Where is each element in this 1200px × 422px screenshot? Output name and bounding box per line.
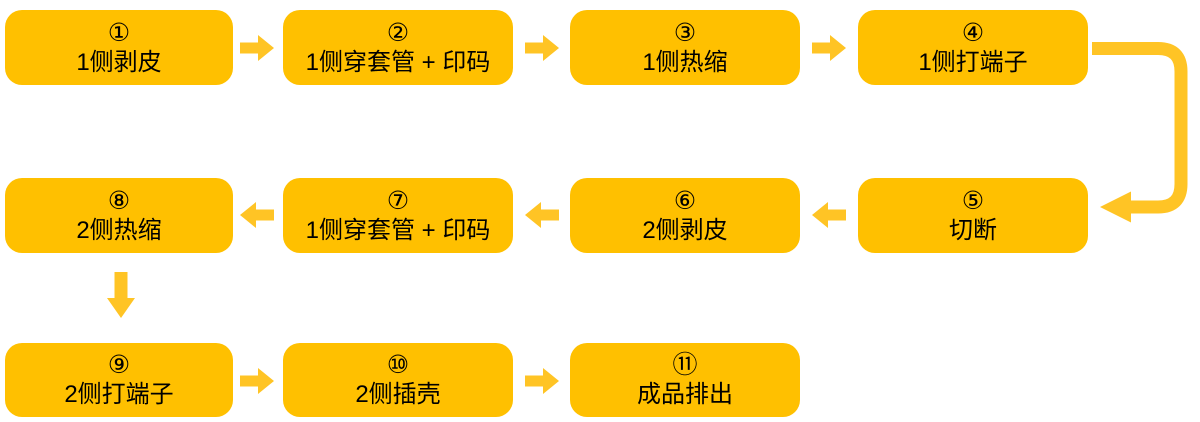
- arrow-left-icon: [812, 202, 846, 228]
- step-label: 2侧剥皮: [642, 216, 728, 244]
- step-number: ⑧: [107, 186, 131, 215]
- arrow-down-icon: [107, 272, 135, 318]
- step-label: 1侧穿套管 + 印码: [305, 216, 491, 244]
- arrow-right-icon: [525, 368, 559, 394]
- flow-step-10: ⑩ 2侧插壳: [283, 343, 513, 417]
- flow-step-9: ⑨ 2侧打端子: [5, 343, 233, 417]
- step-number: ④: [961, 18, 985, 47]
- step-number: ⑪: [672, 351, 698, 379]
- flow-step-3: ③ 1侧热缩: [570, 10, 800, 85]
- arrow-right-icon: [525, 35, 559, 61]
- step-label: 2侧插壳: [355, 381, 441, 408]
- step-label: 1侧穿套管 + 印码: [305, 48, 491, 76]
- step-label: 2侧打端子: [64, 381, 174, 408]
- step-number: ⑩: [386, 351, 410, 379]
- step-number: ②: [386, 18, 410, 47]
- step-label: 1侧打端子: [918, 48, 1028, 76]
- flow-step-2: ② 1侧穿套管 + 印码: [283, 10, 513, 85]
- step-number: ③: [673, 18, 697, 47]
- flow-step-11: ⑪ 成品排出: [570, 343, 800, 417]
- flow-step-8: ⑧ 2侧热缩: [5, 178, 233, 253]
- flow-step-1: ① 1侧剥皮: [5, 10, 233, 85]
- step-number: ⑦: [386, 186, 410, 215]
- flow-step-7: ⑦ 1侧穿套管 + 印码: [283, 178, 513, 253]
- flow-step-5: ⑤ 切断: [858, 178, 1088, 253]
- step-label: 1侧热缩: [642, 48, 728, 76]
- step-label: 1侧剥皮: [76, 48, 162, 76]
- flow-step-6: ⑥ 2侧剥皮: [570, 178, 800, 253]
- step-label: 2侧热缩: [76, 216, 162, 244]
- step-number: ⑥: [673, 186, 697, 215]
- step-label: 成品排出: [637, 381, 733, 408]
- step-number: ①: [107, 18, 131, 47]
- flow-step-4: ④ 1侧打端子: [858, 10, 1088, 85]
- arrow-left-icon: [240, 202, 274, 228]
- arrow-left-icon: [525, 202, 559, 228]
- step-label: 切断: [949, 216, 997, 244]
- arrow-right-icon: [240, 368, 274, 394]
- arrow-right-icon: [240, 35, 274, 61]
- step-number: ⑨: [107, 351, 131, 379]
- arrow-right-icon: [812, 35, 846, 61]
- step-number: ⑤: [961, 186, 985, 215]
